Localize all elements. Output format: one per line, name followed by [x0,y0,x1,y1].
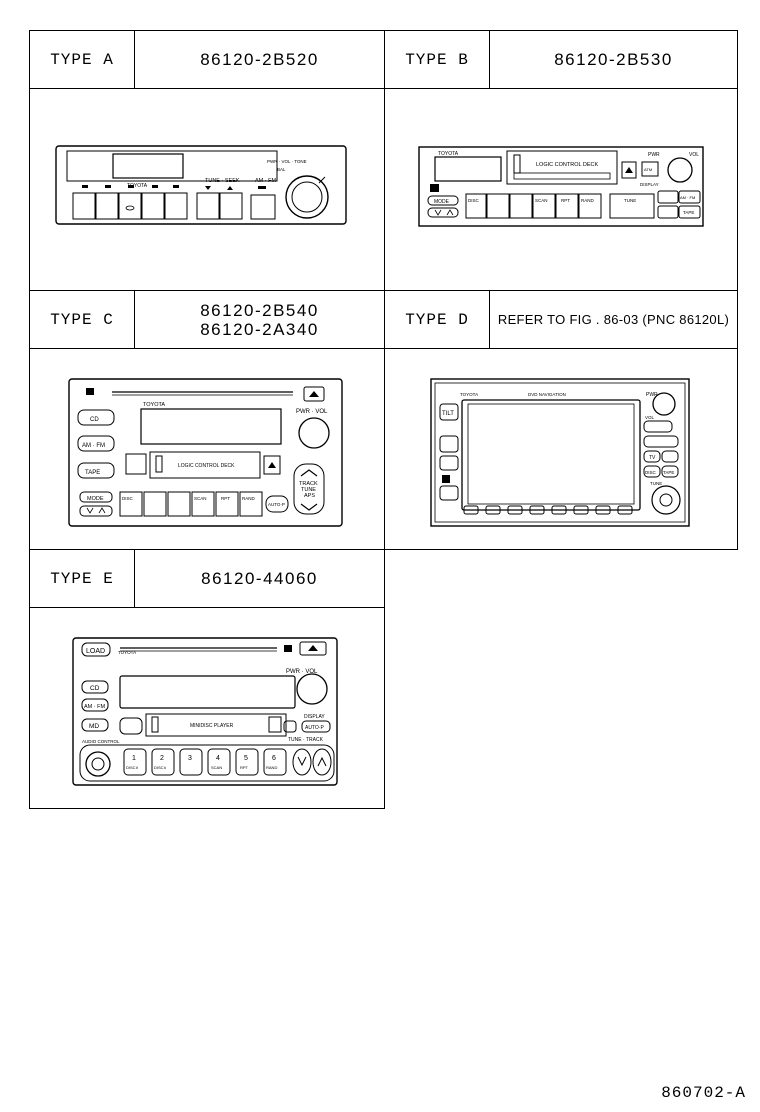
type-b-brand: TOYOTA [438,151,459,157]
type-c-part-numbers: 86120-2B540 86120-2A340 [134,290,385,349]
type-d-tilt-label: TILT [442,411,454,417]
type-e-amfm-label: AM · FM [84,704,105,710]
type-e-display-label: DISPLAY [304,714,325,720]
type-c-scan-label: SCAN [194,496,207,501]
type-e-tunetrack-label: TUNE · TRACK [288,737,324,743]
type-c-brand: TOYOTA [143,402,165,408]
type-e-label: TYPE E [29,549,135,608]
type-c-pwrvol-label: PWR · VOL [296,409,328,415]
type-c-part-number-1: 86120-2B540 [200,300,319,320]
type-c-rand-label: RAND [242,496,256,501]
type-b-atm-label: ATM [644,167,652,172]
type-b-display-label: DISPLAY [640,182,659,187]
type-e-key-5-sub: RPT [240,765,249,770]
type-c-autop-label: AUTO·P [268,502,285,507]
type-e-load-label: LOAD [86,648,105,655]
type-a-tune-label: TUNE · SEEK [205,178,240,184]
type-c-radio-drawing: TOYOTA PWR · VOL CD AM · FM TAPE LOGIC C… [68,378,343,527]
type-e-key-4-sub: SCAN [211,765,222,770]
type-b-pwr-label: PWR [648,152,660,158]
type-e-key-2: 2 [160,755,164,762]
type-e-key-6: 6 [272,755,276,762]
type-e-pwrvol-label: PWR · VOL [286,669,318,675]
type-e-key-3: 3 [188,755,192,762]
type-e-key-1: 1 [132,755,136,762]
type-a-amfm-label: AM · FM [255,178,276,184]
type-c-cd-label: CD [90,417,99,423]
type-d-radio-drawing: TOYOTA DVD NAVIGATION TILT PWR VOL TV DI… [430,378,690,527]
type-b-amfm-label: AM · FM [680,195,695,200]
type-c-mode-label: MODE [87,496,104,502]
type-a-label: TYPE A [29,30,135,89]
type-b-tape-label: TAPE [683,210,694,215]
type-c-track-label: TRACK [299,481,318,487]
type-d-reference: REFER TO FIG . 86-03 (PNC 86120L) [489,290,738,349]
type-a-brand: TOYOTA [127,183,148,189]
type-c-part-number-2: 86120-2A340 [200,319,319,339]
type-e-key-4: 4 [216,755,220,762]
type-c-disc-label: DISC [122,496,134,501]
type-b-part-number: 86120-2B530 [489,30,738,89]
type-d-tv-label: TV [649,455,656,461]
type-a-radio-drawing: TOYOTA TUNE · SEEK AM · FM PWR · VOL · T… [55,145,347,225]
type-b-mode-label: MODE [434,199,450,205]
type-d-tune-label: TUNE [650,481,662,486]
type-e-key-5: 5 [244,755,248,762]
type-b-rand-label: RAND [581,198,595,203]
type-e-brand: TOYOTA [118,650,136,655]
type-e-key-1-sub: DISC∨ [126,765,139,770]
type-e-radio-drawing: LOAD TOYOTA CD AM · FM MD PWR · VOL MINI… [72,637,338,786]
type-e-key-6-sub: RAND [266,765,277,770]
type-e-key-2-sub: DISC∧ [154,765,167,770]
type-b-rpt-label: RPT [561,198,570,203]
type-e-player-label: MINIDISC PLAYER [190,723,234,729]
type-c-tape-label: TAPE [85,470,100,476]
type-e-md-label: MD [89,723,99,730]
type-b-tune-label: TUNE [624,198,636,203]
type-b-deck-label: LOGIC CONTROL DECK [536,162,598,168]
type-a-bal-label: BAL [277,167,286,172]
type-c-label: TYPE C [29,290,135,349]
type-b-label: TYPE B [384,30,490,89]
type-d-nav-label: DVD NAVIGATION [528,392,566,397]
type-e-figure-cell [29,607,385,809]
type-d-label: TYPE D [384,290,490,349]
type-d-figure-cell [384,348,738,550]
type-c-tune-label: TUNE [301,487,316,493]
type-e-autop-label: AUTO·P [305,725,324,731]
type-d-brand: TOYOTA [460,392,478,397]
type-d-pwr-label: PWR [646,392,658,398]
figure-id: 860702-A [661,1084,746,1102]
type-b-radio-drawing: TOYOTA LOGIC CONTROL DECK ATM PWR VOL DI… [418,146,704,227]
type-e-cd-label: CD [90,685,100,692]
type-b-vol-label: VOL [689,152,699,158]
type-d-tape-label: TAPE [663,470,674,475]
type-c-aps-label: APS [304,493,315,499]
type-d-vol-label: VOL [645,415,655,420]
type-c-amfm-label: AM · FM [82,443,105,449]
type-a-pwr-label: PWR · VOL · TONE [267,159,307,164]
type-b-disc-label: DISC [468,198,480,203]
type-c-rpt-label: RPT [221,496,230,501]
type-e-audio-label: AUDIO CONTROL [82,739,120,744]
type-b-scan-label: SCAN [535,198,548,203]
type-d-disc-label: DISC [645,470,657,475]
type-c-deck-label: LOGIC CONTROL DECK [178,463,235,469]
type-e-part-number: 86120-44060 [134,549,385,608]
type-a-part-number: 86120-2B520 [134,30,385,89]
